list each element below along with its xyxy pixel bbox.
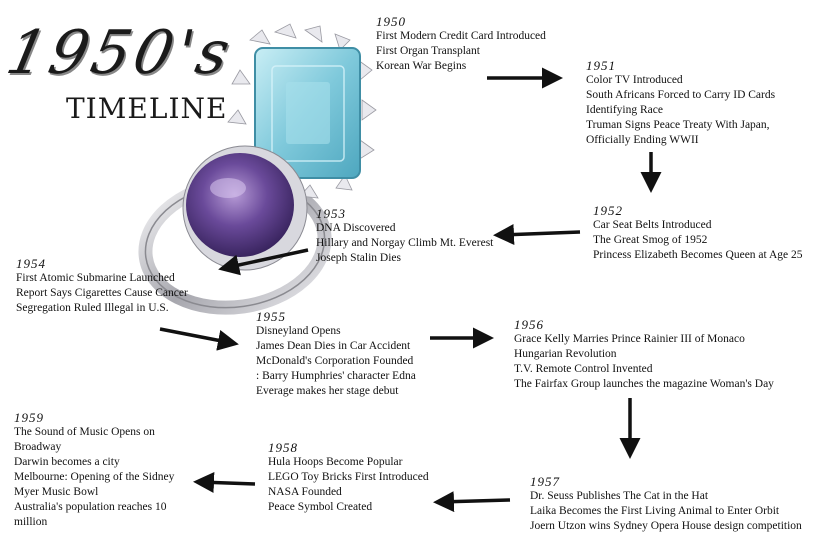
event-text: Myer Music Bowl xyxy=(14,486,99,498)
event-text: Korean War Begins xyxy=(376,60,467,72)
event-text: Joern Utzon wins Sydney Opera House desi… xyxy=(530,520,802,532)
title-year: 1950's xyxy=(0,18,240,88)
event-text: Princess Elizabeth Becomes Queen at Age … xyxy=(593,249,803,261)
event-text: Peace Symbol Created xyxy=(268,501,373,513)
event-text: James Dean Dies in Car Accident xyxy=(256,340,411,352)
arrow-icon xyxy=(193,472,256,494)
ring-image xyxy=(138,23,377,315)
event-text: The Sound of Music Opens on xyxy=(14,426,155,438)
event-text: First Atomic Submarine Launched xyxy=(16,272,175,284)
year-label: 1958 xyxy=(268,440,298,455)
event-text: Laika Becomes the First Living Animal to… xyxy=(530,505,780,517)
event-text: Hungarian Revolution xyxy=(514,348,617,360)
entry-1952: 1952 Car Seat Belts Introduced The Great… xyxy=(593,203,803,263)
entry-1955: 1955 Disneyland Opens James Dean Dies in… xyxy=(256,309,416,399)
event-text: Everage makes her stage debut xyxy=(256,385,399,397)
entry-1956: 1956 Grace Kelly Marries Prince Rainier … xyxy=(514,317,774,392)
event-text: : Barry Humphries' character Edna xyxy=(256,370,416,382)
entry-1950: 1950 First Modern Credit Card Introduced… xyxy=(376,14,546,74)
arrow-icon xyxy=(218,248,309,276)
arrow-icon xyxy=(433,491,511,513)
event-text: Truman Signs Peace Treaty With Japan, xyxy=(586,119,770,131)
year-label: 1954 xyxy=(16,256,46,271)
event-text: LEGO Toy Bricks First Introduced xyxy=(268,471,429,483)
event-text: Australia's population reaches 10 xyxy=(14,501,167,513)
entry-1953: 1953 DNA Discovered Hillary and Norgay C… xyxy=(316,206,493,266)
event-text: Report Says Cigarettes Cause Cancer xyxy=(16,287,188,299)
event-text: Dr. Seuss Publishes The Cat in the Hat xyxy=(530,490,709,502)
event-text: The Great Smog of 1952 xyxy=(593,234,708,246)
event-text: Disneyland Opens xyxy=(256,325,341,337)
arrows xyxy=(159,67,662,513)
event-text: Officially Ending WWII xyxy=(586,134,699,146)
year-label: 1953 xyxy=(316,206,346,221)
year-label: 1956 xyxy=(514,317,544,332)
entry-1954: 1954 First Atomic Submarine Launched Rep… xyxy=(16,256,188,316)
event-text: South Africans Forced to Carry ID Cards xyxy=(586,89,776,101)
event-text: Segregation Ruled Illegal in U.S. xyxy=(16,302,169,314)
event-text: The Fairfax Group launches the magazine … xyxy=(514,378,774,390)
event-text: Hula Hoops Become Popular xyxy=(268,456,403,468)
event-text: Color TV Introduced xyxy=(586,74,683,86)
event-text: Hillary and Norgay Climb Mt. Everest xyxy=(316,237,494,249)
entry-1957: 1957 Dr. Seuss Publishes The Cat in the … xyxy=(530,474,802,534)
entry-1959: 1959 The Sound of Music Opens on Broadwa… xyxy=(14,410,174,530)
event-text: Grace Kelly Marries Prince Rainier III o… xyxy=(514,333,745,345)
event-text: First Modern Credit Card Introduced xyxy=(376,30,546,42)
event-text: First Organ Transplant xyxy=(376,45,480,57)
year-label: 1955 xyxy=(256,309,286,324)
event-text: NASA Founded xyxy=(268,486,342,498)
entry-1958: 1958 Hula Hoops Become Popular LEGO Toy … xyxy=(268,440,429,515)
entry-1951: 1951 Color TV Introduced South Africans … xyxy=(586,58,775,148)
year-label: 1950 xyxy=(376,14,406,29)
arrow-icon xyxy=(159,327,239,351)
year-label: 1959 xyxy=(14,410,44,425)
event-text: McDonald's Corporation Founded xyxy=(256,355,414,367)
year-label: 1951 xyxy=(586,58,616,73)
event-text: Car Seat Belts Introduced xyxy=(593,219,712,231)
year-label: 1952 xyxy=(593,203,623,218)
event-text: Melbourne: Opening of the Sidney xyxy=(14,471,175,483)
title-word: TIMELINE xyxy=(66,92,228,125)
year-label: 1957 xyxy=(530,474,560,489)
event-text: Broadway xyxy=(14,441,62,453)
arrow-icon xyxy=(493,223,581,245)
event-text: Darwin becomes a city xyxy=(14,456,120,468)
event-text: Identifying Race xyxy=(586,104,663,116)
event-text: Joseph Stalin Dies xyxy=(316,252,401,264)
event-text: DNA Discovered xyxy=(316,222,396,234)
event-text: T.V. Remote Control Invented xyxy=(514,363,653,375)
event-text: million xyxy=(14,516,48,528)
